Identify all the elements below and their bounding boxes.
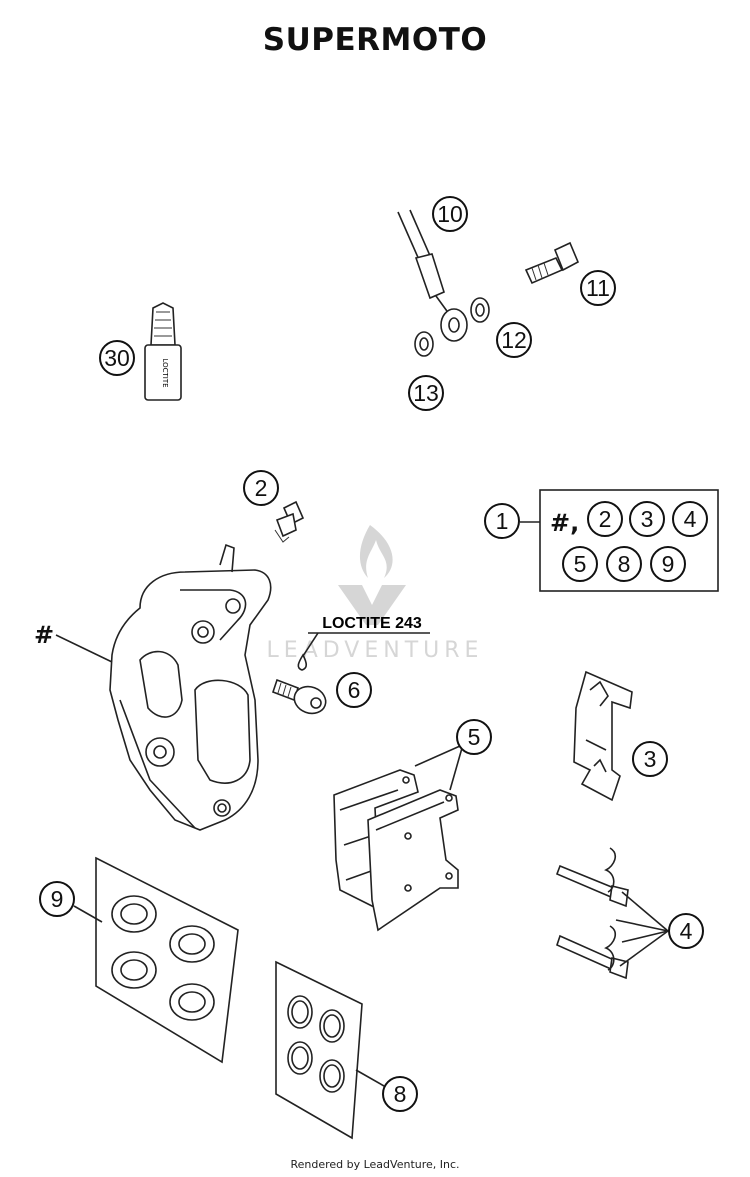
kit-item-3: 3 bbox=[629, 501, 665, 537]
svg-text:8: 8 bbox=[394, 1081, 407, 1107]
loctite-bottle: LOCTITE bbox=[144, 302, 182, 401]
svg-text:12: 12 bbox=[501, 327, 527, 353]
seal-kit bbox=[275, 960, 363, 1140]
callout-5: 5 bbox=[456, 719, 492, 755]
callout-1: 1 bbox=[484, 503, 520, 539]
svg-text:4: 4 bbox=[684, 506, 697, 532]
svg-text:30: 30 bbox=[104, 345, 130, 371]
pad-leader-upper bbox=[414, 745, 461, 767]
callout-2: 2 bbox=[243, 470, 279, 506]
svg-text:3: 3 bbox=[641, 506, 654, 532]
brake-pad-front bbox=[367, 789, 459, 932]
callout-6: 6 bbox=[336, 672, 372, 708]
brake-hose bbox=[397, 209, 468, 342]
callout-3: 3 bbox=[632, 741, 668, 777]
callout-9: 9 bbox=[39, 881, 75, 917]
piston-leader bbox=[73, 905, 103, 923]
svg-text:3: 3 bbox=[644, 746, 657, 772]
seal-leader bbox=[355, 1069, 385, 1087]
callout-30: 30 bbox=[99, 340, 135, 376]
callout-12: 12 bbox=[496, 322, 532, 358]
footer-credit: Rendered by LeadVenture, Inc. bbox=[290, 1158, 460, 1171]
banjo-bolt bbox=[524, 241, 580, 285]
svg-text:10: 10 bbox=[437, 201, 463, 227]
callout-11: 11 bbox=[580, 270, 616, 306]
pad-pin-lower bbox=[556, 925, 629, 980]
sealing-washer-upper bbox=[470, 297, 490, 323]
svg-text:2: 2 bbox=[255, 475, 268, 501]
watermark: LEADVENTURE bbox=[267, 525, 484, 663]
kit-item-9: 9 bbox=[650, 546, 686, 582]
caliper-hash-mark: # bbox=[34, 621, 54, 649]
callout-4: 4 bbox=[668, 913, 704, 949]
page-title: SUPERMOTO bbox=[262, 22, 488, 58]
svg-text:9: 9 bbox=[51, 886, 64, 912]
svg-text:5: 5 bbox=[574, 551, 587, 577]
svg-text:4: 4 bbox=[680, 918, 693, 944]
loctite-bottle-label: LOCTITE bbox=[161, 358, 169, 387]
svg-text:6: 6 bbox=[348, 677, 361, 703]
thread-lock-drop bbox=[297, 653, 308, 671]
svg-text:1: 1 bbox=[496, 508, 509, 534]
caliper-kit-box bbox=[539, 489, 719, 592]
kit-item-8: 8 bbox=[606, 546, 642, 582]
kit-item-2: 2 bbox=[587, 501, 623, 537]
pad-spring bbox=[573, 670, 633, 802]
callout-8: 8 bbox=[382, 1076, 418, 1112]
watermark-text: LEADVENTURE bbox=[267, 638, 484, 663]
svg-text:11: 11 bbox=[586, 275, 610, 301]
svg-text:2: 2 bbox=[599, 506, 612, 532]
pad-leader-lower bbox=[449, 747, 463, 791]
pin-leader-lines bbox=[615, 891, 669, 967]
brake-caliper bbox=[109, 543, 272, 831]
pad-pin-upper bbox=[555, 847, 629, 908]
sealing-washer-lower bbox=[414, 331, 434, 357]
loctite-243-note: LOCTITE 243 bbox=[322, 615, 422, 632]
kit-item-5: 5 bbox=[562, 546, 598, 582]
loctite-note-leader bbox=[302, 632, 319, 657]
svg-text:5: 5 bbox=[468, 724, 481, 750]
svg-text:13: 13 bbox=[413, 380, 439, 406]
kit-prefix: #, bbox=[550, 509, 579, 537]
callout-13: 13 bbox=[408, 375, 444, 411]
svg-text:9: 9 bbox=[662, 551, 675, 577]
kit-item-4: 4 bbox=[672, 501, 708, 537]
caliper-cap-screw bbox=[271, 678, 327, 715]
bleeder-screw bbox=[274, 500, 305, 543]
svg-text:8: 8 bbox=[618, 551, 631, 577]
callout-10: 10 bbox=[432, 196, 468, 232]
piston-set bbox=[95, 856, 239, 1064]
caliper-leader-line bbox=[55, 634, 113, 663]
